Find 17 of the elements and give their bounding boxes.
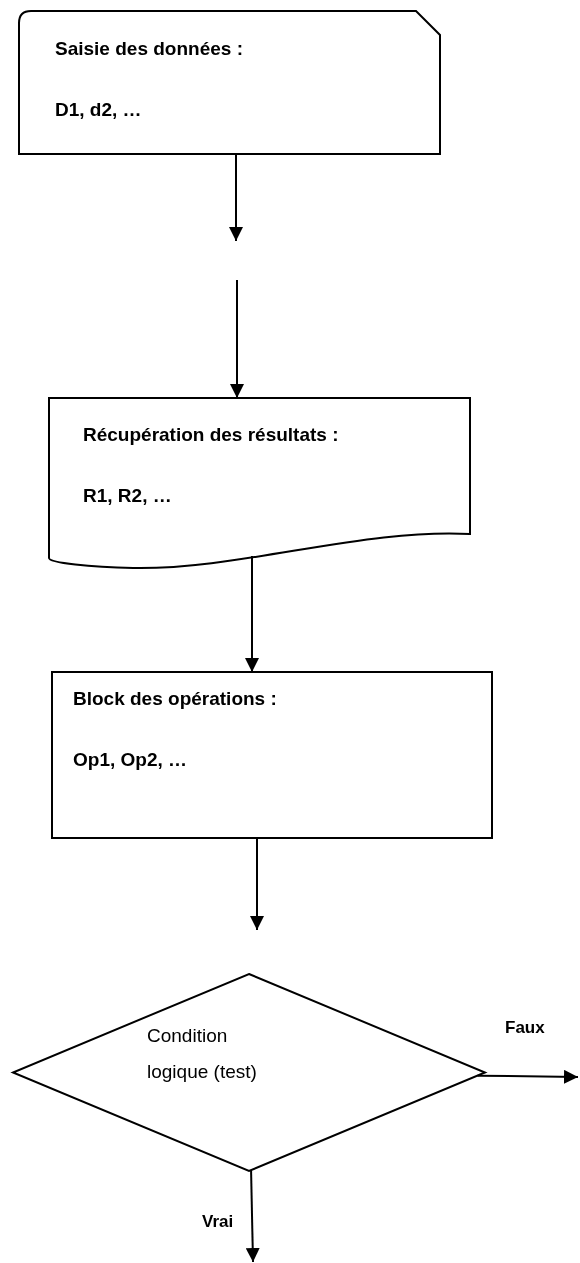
node-text: D1, d2, … (55, 99, 142, 122)
node-text: R1, R2, … (83, 485, 172, 508)
arrow (245, 555, 259, 673)
node-heading: Récupération des résultats : (83, 424, 339, 447)
node-heading: Block des opérations : (73, 688, 277, 711)
document-shape (49, 398, 470, 568)
arrow (476, 1069, 579, 1084)
node-text: Condition logique (test) (147, 1024, 258, 1085)
arrow (230, 279, 244, 399)
arrow (245, 1169, 260, 1263)
data-input-shape (19, 11, 440, 154)
arrow (250, 837, 264, 931)
arrow (229, 153, 243, 242)
node-heading: Saisie des données : (55, 38, 243, 61)
decision-diamond (13, 974, 485, 1171)
process-box (52, 672, 492, 838)
node-text: Op1, Op2, … (73, 749, 188, 772)
